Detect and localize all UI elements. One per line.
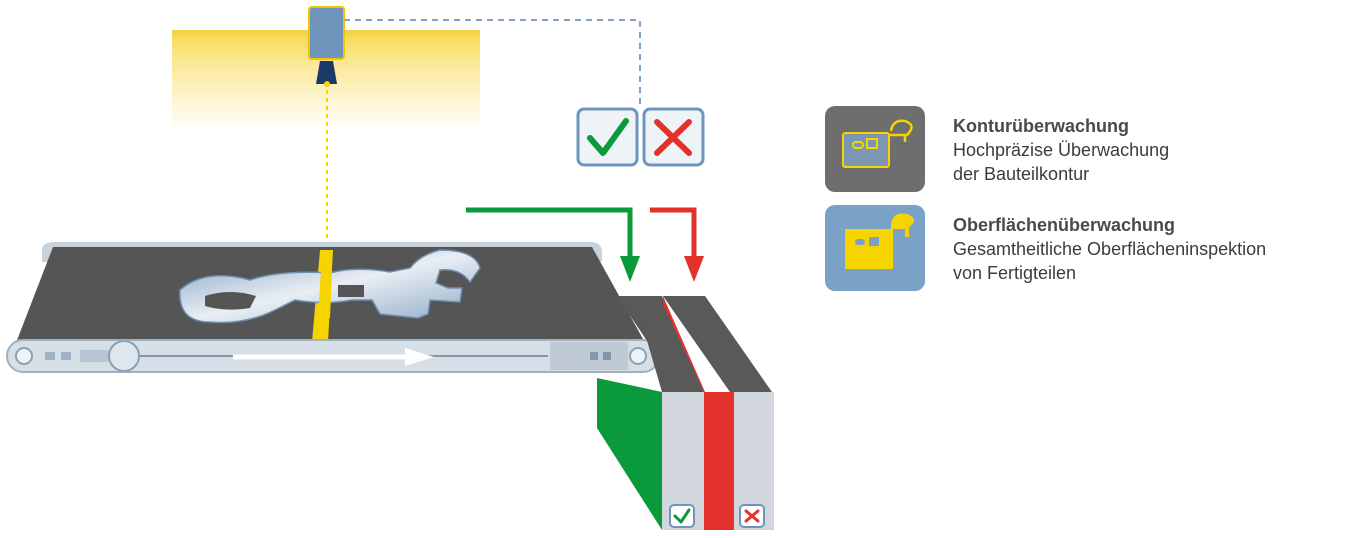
ok-bin xyxy=(597,296,704,530)
cross-icon xyxy=(654,119,692,156)
legend-item-contour: Konturüberwachung Hochpräzise Überwachun… xyxy=(825,106,1345,192)
contour-tile xyxy=(825,106,925,192)
legend-title-surface: Oberflächenüberwachung xyxy=(953,215,1176,235)
reject-verdict-box xyxy=(642,107,705,167)
signal-line xyxy=(344,19,641,106)
scan-stripe-over-part xyxy=(318,270,332,318)
surface-filled-icon xyxy=(845,213,914,269)
legend-title-contour: Konturüberwachung xyxy=(953,116,1129,136)
legend-item-surface: Oberflächenüberwachung Gesamtheitliche O… xyxy=(825,205,1345,291)
check-icon xyxy=(673,508,691,524)
ok-verdict-box xyxy=(576,107,639,167)
ok-route-arrow xyxy=(466,207,640,282)
reject-bin xyxy=(663,296,774,530)
surface-tile xyxy=(825,205,925,291)
legend-desc-surface-2: von Fertigteilen xyxy=(953,263,1077,283)
camera-sensor-icon xyxy=(308,6,345,87)
contour-outline-icon xyxy=(842,119,913,168)
legend-desc-contour-2: der Bauteilkontur xyxy=(953,164,1090,184)
direction-arrow-icon xyxy=(233,348,434,366)
check-icon xyxy=(587,118,629,156)
conveyor-belt xyxy=(6,242,660,373)
legend-desc-surface-1: Gesamtheitliche Oberflächeninspektion xyxy=(953,239,1267,259)
legend-desc-contour-1: Hochpräzise Überwachung xyxy=(953,140,1170,160)
cross-icon xyxy=(744,509,760,523)
reject-route-arrow xyxy=(650,207,704,282)
